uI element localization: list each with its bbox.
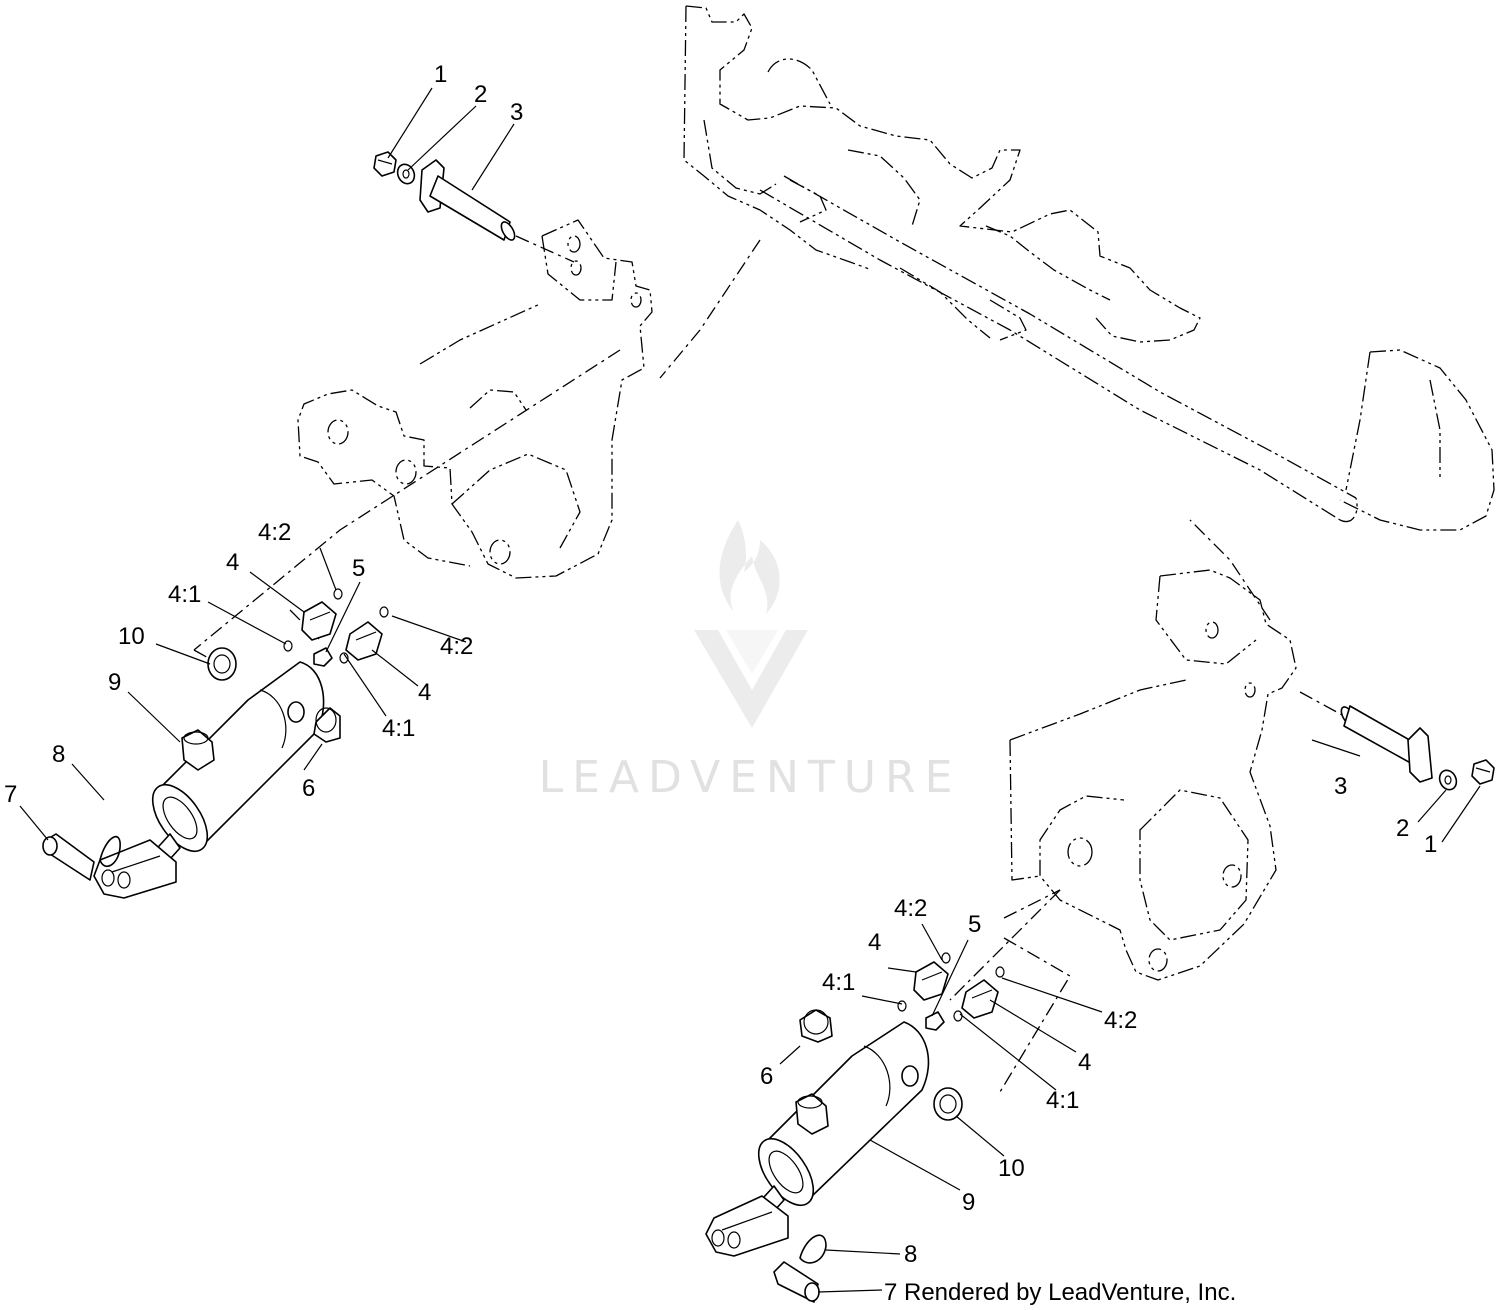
right-hairpin-8 bbox=[799, 1234, 827, 1264]
flame-logo-icon bbox=[694, 520, 808, 728]
rendered-by-credit: Rendered by LeadVenture, Inc. bbox=[904, 1279, 1236, 1306]
callout-right-7: 7 bbox=[884, 1279, 897, 1306]
left-hairpin-8 bbox=[99, 835, 121, 868]
callout-right-4b: 4 bbox=[1078, 1049, 1091, 1076]
left-pivot-pin bbox=[419, 159, 516, 241]
right-bushing-10 bbox=[933, 1087, 963, 1121]
right-fitting-lower bbox=[953, 966, 1005, 1022]
leader-lines bbox=[19, 87, 1481, 1293]
callout-right-4-1a: 4:1 bbox=[822, 969, 855, 996]
watermark-brand-text: LEADVENTURE bbox=[539, 752, 962, 803]
callout-right-8: 8 bbox=[904, 1241, 917, 1268]
callout-left-6: 6 bbox=[302, 775, 315, 802]
left-washer bbox=[396, 163, 416, 185]
callout-left-4b: 4 bbox=[418, 679, 431, 706]
callout-left-4-1a: 4:1 bbox=[168, 581, 201, 608]
callout-right-5: 5 bbox=[968, 911, 981, 938]
right-clevis-pin-7 bbox=[773, 1261, 820, 1303]
right-cap-screw bbox=[1471, 759, 1495, 785]
callout-right-1: 1 bbox=[1424, 831, 1437, 858]
right-lift-bracket-phantom bbox=[949, 569, 1345, 1093]
right-restrictor-5 bbox=[925, 1011, 945, 1031]
callout-left-4-2b: 4:2 bbox=[440, 633, 473, 660]
callout-right-6: 6 bbox=[760, 1063, 773, 1090]
callout-right-10: 10 bbox=[998, 1155, 1025, 1182]
callout-left-10: 10 bbox=[118, 623, 145, 650]
callout-left-5: 5 bbox=[352, 555, 365, 582]
callout-right-4a: 4 bbox=[868, 929, 881, 956]
left-fitting-lower bbox=[339, 606, 389, 664]
left-bushing-6 bbox=[313, 707, 341, 743]
chassis-frame-phantom bbox=[659, 5, 1495, 621]
left-pivot-pin-hardware bbox=[373, 151, 516, 241]
callout-left-4a: 4 bbox=[226, 549, 239, 576]
left-lift-bracket-phantom bbox=[193, 219, 653, 671]
callout-right-4-2a: 4:2 bbox=[894, 895, 927, 922]
right-lift-cylinder-assembly bbox=[705, 952, 1005, 1303]
callout-left-1: 1 bbox=[434, 61, 447, 88]
left-lift-cylinder-assembly bbox=[42, 588, 389, 899]
right-washer bbox=[1438, 769, 1458, 791]
callout-left-7: 7 bbox=[4, 781, 17, 808]
callout-labels: 1 2 3 4:2 4 5 4:1 10 4:2 9 4 4:1 8 6 7 3… bbox=[4, 61, 1437, 1306]
callout-right-9: 9 bbox=[962, 1189, 975, 1216]
right-bushing-6 bbox=[799, 1009, 833, 1043]
right-fitting-upper bbox=[897, 952, 951, 1012]
callout-left-8: 8 bbox=[52, 741, 65, 768]
callout-left-9: 9 bbox=[108, 669, 121, 696]
leadventure-watermark: LEADVENTURE bbox=[539, 520, 962, 803]
right-pivot-pin bbox=[1340, 705, 1433, 783]
left-fitting-upper bbox=[283, 588, 343, 652]
callout-right-4-1b: 4:1 bbox=[1046, 1087, 1079, 1114]
callout-right-2: 2 bbox=[1396, 815, 1409, 842]
right-pivot-pin-hardware bbox=[1340, 705, 1495, 791]
callout-left-4-2a: 4:2 bbox=[258, 519, 291, 546]
left-bushing-10 bbox=[207, 647, 237, 681]
callout-left-2: 2 bbox=[474, 81, 487, 108]
left-cap-screw bbox=[373, 151, 397, 177]
left-clevis-pin-7 bbox=[42, 833, 95, 881]
callout-left-4-1b: 4:1 bbox=[382, 715, 415, 742]
callout-right-4-2b: 4:2 bbox=[1104, 1007, 1137, 1034]
left-restrictor-5 bbox=[313, 647, 333, 667]
callout-left-3: 3 bbox=[510, 99, 523, 126]
callout-right-3: 3 bbox=[1334, 773, 1347, 800]
